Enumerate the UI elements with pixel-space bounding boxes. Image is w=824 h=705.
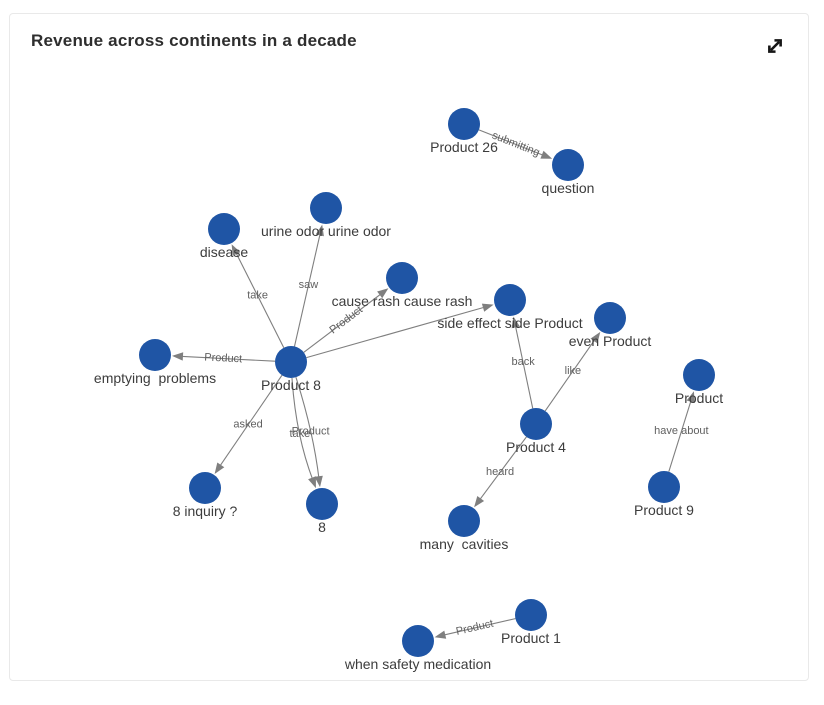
- graph-edge-arrowhead: [377, 288, 389, 299]
- graph-edge-arrowhead: [172, 352, 184, 361]
- node-label: side effect side Product: [437, 315, 582, 331]
- graph-node-disease[interactable]: [208, 213, 240, 245]
- graph-edge-arrowhead: [474, 496, 485, 508]
- graph-node-side-effect[interactable]: [494, 284, 526, 316]
- graph-node-node-8[interactable]: [306, 488, 338, 520]
- graph-node-inquiry-8[interactable]: [189, 472, 221, 504]
- node-label: Product 9: [634, 502, 694, 518]
- edge-label: heard: [486, 466, 514, 478]
- node-label: Product 26: [430, 139, 498, 155]
- node-label: even Product: [569, 333, 652, 349]
- graph-edge: [478, 436, 527, 502]
- graph-edge: [306, 306, 486, 359]
- graph-node-product-right[interactable]: [683, 359, 715, 391]
- node-label: when safety medication: [344, 656, 491, 672]
- graph-node-urine-odor[interactable]: [310, 192, 342, 224]
- node-label: Product 4: [506, 439, 566, 455]
- node-label: emptying problems: [94, 370, 216, 386]
- graph-node-product-1[interactable]: [515, 599, 547, 631]
- node-label: question: [542, 180, 595, 196]
- graph-edge: [234, 251, 285, 348]
- graph-edge: [514, 324, 534, 409]
- graph-edge-arrowhead: [540, 150, 553, 159]
- expand-diagonal-arrows-icon: [768, 39, 782, 53]
- node-label: 8 inquiry ?: [173, 503, 238, 519]
- edge-label: Product: [204, 351, 242, 365]
- graph-edge-arrowhead: [481, 303, 494, 312]
- page-title: Revenue across continents in a decade: [31, 31, 357, 50]
- edge-label: like: [565, 365, 582, 377]
- graph-edge: [668, 398, 693, 472]
- graph-node-product-9[interactable]: [648, 471, 680, 503]
- edge-label: have about: [654, 425, 708, 437]
- graph-edge-arrowhead: [214, 462, 225, 474]
- edge-label: saw: [299, 279, 319, 291]
- graph-edge: [291, 377, 314, 481]
- graph-node-product-4[interactable]: [520, 408, 552, 440]
- edge-label: take: [247, 290, 268, 302]
- graph-edge: [293, 232, 321, 347]
- edge-label: asked: [233, 419, 262, 431]
- graph-edge: [295, 377, 320, 479]
- graph-edge-arrowhead: [314, 475, 323, 488]
- graph-node-emptying[interactable]: [139, 339, 171, 371]
- edge-label: Product: [455, 618, 495, 638]
- graph-node-product-8[interactable]: [275, 346, 307, 378]
- graph-node-when-safety[interactable]: [402, 625, 434, 657]
- graph-edge: [442, 618, 516, 636]
- edge-label: take: [290, 428, 311, 440]
- graph-edge: [218, 374, 283, 468]
- graph-edge: [303, 292, 383, 353]
- graph-edge: [478, 129, 545, 157]
- graph-node-question[interactable]: [552, 149, 584, 181]
- graph-edge-arrowhead: [308, 476, 316, 489]
- graph-node-many-cavities[interactable]: [448, 505, 480, 537]
- edge-label: Product: [292, 426, 330, 438]
- graph-node-cause-rash[interactable]: [386, 262, 418, 294]
- node-label: 8: [318, 519, 326, 535]
- node-label: cause rash cause rash: [332, 293, 473, 309]
- graph-node-product-26[interactable]: [448, 108, 480, 140]
- node-label: urine odor urine odor: [261, 223, 391, 239]
- expand-button[interactable]: [760, 31, 790, 61]
- graph-edge-arrowhead: [315, 224, 324, 237]
- graph-edge-arrowhead: [231, 244, 241, 256]
- graph-edge-arrowhead: [590, 331, 601, 344]
- node-label: Product: [675, 390, 723, 406]
- graph-edge: [180, 355, 276, 362]
- edge-label: submitting: [490, 130, 541, 160]
- node-label: disease: [200, 244, 248, 260]
- node-label: Product 8: [261, 377, 321, 393]
- edge-label: back: [511, 356, 535, 368]
- graph-edge-arrowhead: [686, 391, 695, 403]
- graph-node-even-product[interactable]: [594, 302, 626, 334]
- graph-edge: [544, 338, 596, 412]
- node-label: many cavities: [420, 536, 509, 552]
- graph-edge-arrowhead: [434, 630, 447, 639]
- card-header: Revenue across continents in a decade: [10, 14, 808, 61]
- node-label: Product 1: [501, 630, 561, 646]
- graph-edge-arrowhead: [511, 316, 520, 329]
